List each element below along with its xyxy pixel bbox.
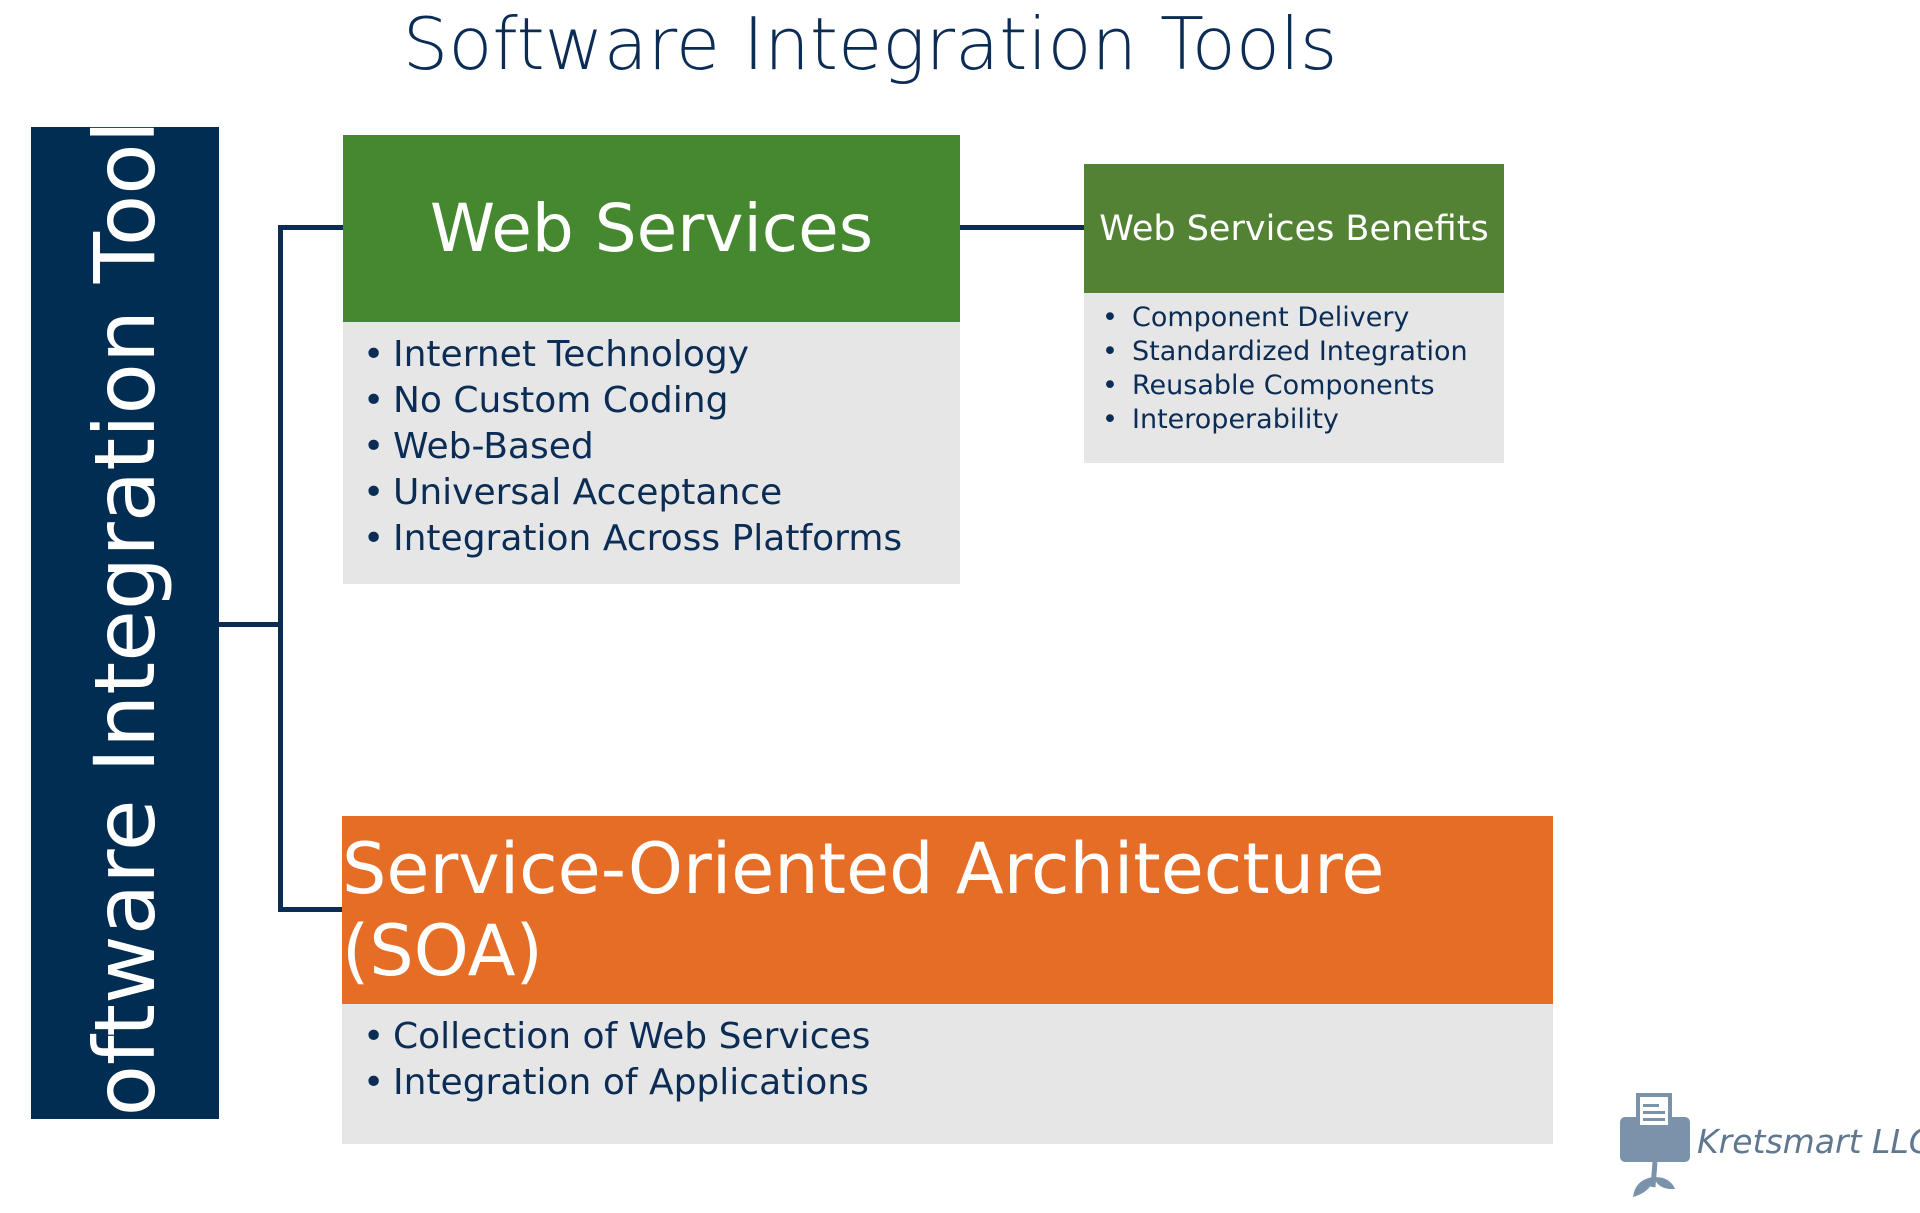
list-item: Interoperability <box>1098 403 1504 437</box>
list-item: Internet Technology <box>359 332 960 378</box>
list-item: Collection of Web Services <box>359 1014 1553 1060</box>
soa-header: Service-Oriented Architecture (SOA) <box>342 816 1553 1004</box>
sidebar-label: Software Integration Tools <box>76 76 174 1170</box>
connector-soa <box>278 907 344 912</box>
connector-benefits <box>960 225 1084 230</box>
soa-list-box: Collection of Web Services Integration o… <box>342 1004 1553 1144</box>
list-item: Web-Based <box>359 424 960 470</box>
list-item: Standardized Integration <box>1098 335 1504 369</box>
company-logo: Kretsmart LLC <box>1615 1092 1920 1202</box>
benefits-list-box: Component Delivery Standardized Integrat… <box>1084 293 1504 463</box>
soa-title: Service-Oriented Architecture (SOA) <box>342 828 1385 992</box>
list-item: Component Delivery <box>1098 301 1504 335</box>
printer-plant-icon <box>1620 1093 1690 1197</box>
list-item: Integration of Applications <box>359 1060 1553 1106</box>
list-item: Universal Acceptance <box>359 470 960 516</box>
list-item: No Custom Coding <box>359 378 960 424</box>
web-services-header: Web Services <box>343 135 960 322</box>
connector-web-services <box>278 225 344 230</box>
web-services-title: Web Services <box>429 190 874 267</box>
benefits-header: Web Services Benefits <box>1084 164 1504 293</box>
page-title: Software Integration Tools <box>402 2 1338 86</box>
web-services-list-box: Internet Technology No Custom Coding Web… <box>343 322 960 584</box>
benefits-title: Web Services Benefits <box>1099 208 1489 249</box>
connector-vertical <box>278 225 283 912</box>
sidebar-label-box: Software Integration Tools <box>31 76 219 1170</box>
list-item: Integration Across Platforms <box>359 516 960 562</box>
logo-text: Kretsmart LLC <box>1697 1122 1920 1161</box>
connector-trunk <box>219 622 282 627</box>
list-item: Reusable Components <box>1098 369 1504 403</box>
